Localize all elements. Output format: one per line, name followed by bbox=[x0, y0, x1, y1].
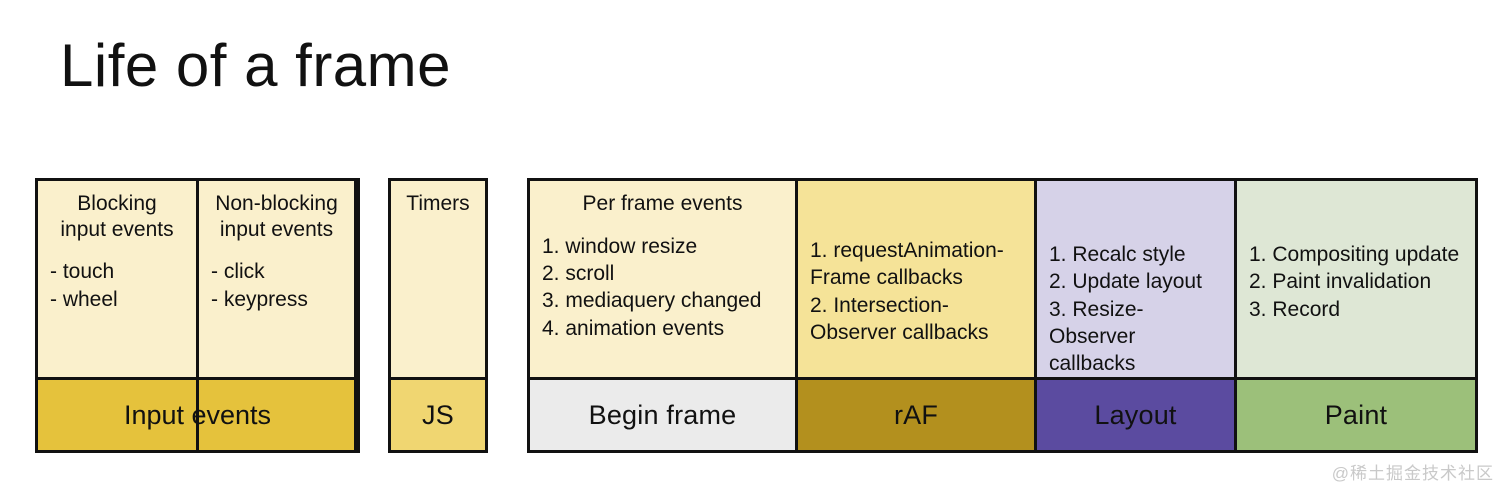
list-layout-steps: 1. Recalc style 2. Update layout 3. Resi… bbox=[1049, 241, 1222, 377]
column-paint: 1. Compositing update 2. Paint invalidat… bbox=[1237, 181, 1475, 450]
list-raf-callbacks: 1. requestAnimation- Frame callbacks 2. … bbox=[810, 237, 1022, 346]
phase-label-layout: Layout bbox=[1094, 399, 1177, 430]
column-blocking-input-events: Blocking input events - touch - wheel bbox=[38, 181, 199, 450]
detail-layout-steps: 1. Recalc style 2. Update layout 3. Resi… bbox=[1037, 181, 1234, 380]
detail-raf-callbacks: 1. requestAnimation- Frame callbacks 2. … bbox=[798, 181, 1034, 380]
list-item: 1. window resize bbox=[542, 234, 698, 258]
phase-bar-raf: rAF bbox=[798, 380, 1034, 450]
list-item: 2. scroll bbox=[542, 261, 615, 285]
detail-timers: Timers bbox=[391, 181, 485, 380]
list-item: 3. mediaquery changed bbox=[542, 289, 762, 313]
heading-blocking-input-events: Blocking input events bbox=[60, 192, 174, 241]
list-item: 3. Record bbox=[1249, 297, 1341, 321]
list-item: - keypress bbox=[211, 287, 308, 311]
column-raf: 1. requestAnimation- Frame callbacks 2. … bbox=[798, 181, 1037, 450]
detail-paint-steps: 1. Compositing update 2. Paint invalidat… bbox=[1237, 181, 1475, 380]
phase-label-js: JS bbox=[422, 399, 454, 430]
heading-timers: Timers bbox=[406, 192, 470, 215]
list-item: - click bbox=[211, 260, 265, 284]
phase-bar-input-events bbox=[199, 380, 354, 450]
detail-blocking-input-events: Blocking input events - touch - wheel bbox=[38, 181, 196, 380]
group-frame-pipeline: Per frame events 1. window resize 2. scr… bbox=[527, 178, 1478, 453]
phase-bar-layout: Layout bbox=[1037, 380, 1234, 450]
list-item: 2. Intersection- Observer callbacks bbox=[810, 293, 989, 344]
phase-label-raf: rAF bbox=[893, 399, 939, 430]
phase-label-begin-frame: Begin frame bbox=[588, 399, 737, 430]
list-item: 4. animation events bbox=[542, 316, 725, 340]
group-timers: Timers JS bbox=[388, 178, 488, 453]
list-item: 3. Resize- Observer callbacks bbox=[1049, 297, 1144, 376]
column-begin-frame: Per frame events 1. window resize 2. scr… bbox=[530, 181, 798, 450]
list-item: 2. Update layout bbox=[1049, 270, 1202, 294]
list-blocking-input-events: - touch - wheel bbox=[50, 258, 184, 313]
phase-bar-begin-frame: Begin frame bbox=[530, 380, 795, 450]
group-input-events: Blocking input events - touch - wheel No… bbox=[35, 178, 360, 453]
list-item: 1. Recalc style bbox=[1049, 243, 1186, 266]
phase-bar-placeholder-blocking bbox=[38, 380, 196, 450]
list-item: 2. Paint invalidation bbox=[1249, 270, 1432, 294]
detail-non-blocking-input-events: Non-blocking input events - click - keyp… bbox=[199, 181, 354, 380]
phase-bar-js: JS bbox=[391, 380, 485, 450]
list-item: - touch bbox=[50, 260, 115, 284]
column-layout: 1. Recalc style 2. Update layout 3. Resi… bbox=[1037, 181, 1237, 450]
list-item: - wheel bbox=[50, 287, 118, 311]
list-item: 1. requestAnimation- Frame callbacks bbox=[810, 239, 1004, 290]
list-non-blocking-input-events: - click - keypress bbox=[211, 258, 342, 313]
heading-per-frame-events: Per frame events bbox=[582, 192, 743, 215]
watermark: @稀土掘金技术社区 bbox=[1331, 464, 1494, 483]
page-title: Life of a frame bbox=[60, 32, 452, 99]
phase-label-paint: Paint bbox=[1324, 399, 1388, 430]
phase-bar-paint: Paint bbox=[1237, 380, 1475, 450]
detail-per-frame-events: Per frame events 1. window resize 2. scr… bbox=[530, 181, 795, 380]
heading-non-blocking-input-events: Non-blocking input events bbox=[215, 192, 338, 241]
list-paint-steps: 1. Compositing update 2. Paint invalidat… bbox=[1249, 241, 1463, 323]
column-timers: Timers JS bbox=[391, 181, 485, 450]
list-item: 1. Compositing update bbox=[1249, 243, 1460, 266]
list-per-frame-events: 1. window resize 2. scroll 3. mediaquery… bbox=[542, 233, 783, 342]
column-non-blocking-input-events: Non-blocking input events - click - keyp… bbox=[199, 181, 357, 450]
